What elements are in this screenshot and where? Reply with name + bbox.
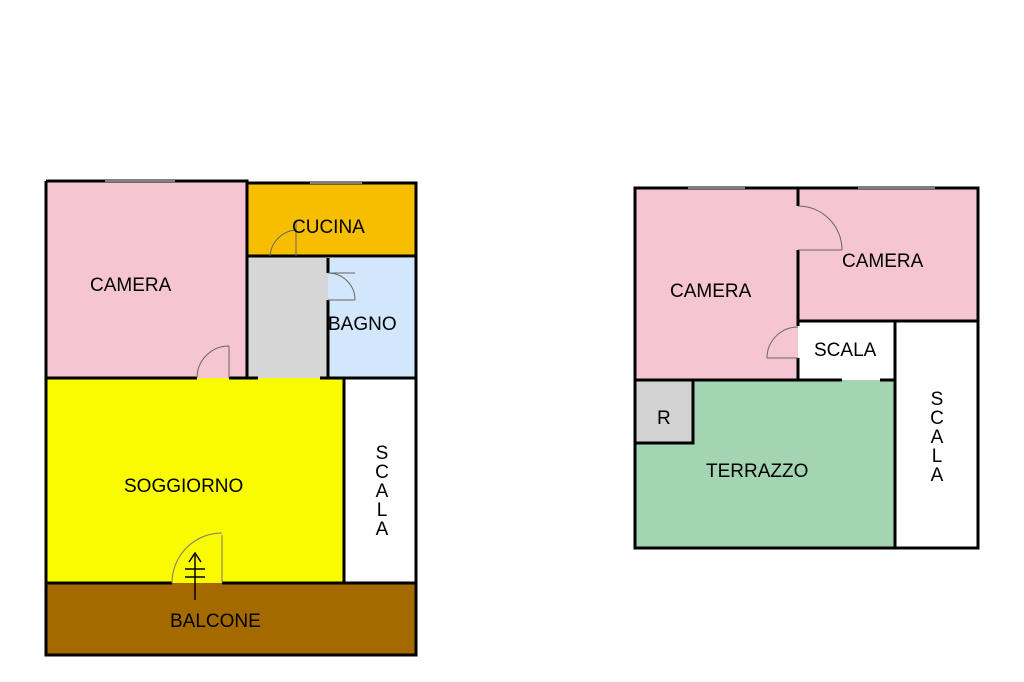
door-camera-soggiorno	[196, 345, 230, 379]
door-camera-left	[766, 326, 799, 359]
room-soggiorno-fill	[46, 378, 344, 583]
door-cucina	[269, 222, 297, 257]
room-ripostiglio-fill	[635, 380, 693, 443]
room-corridor-fill	[248, 256, 328, 378]
room-balcone-fill	[46, 583, 416, 655]
label-soggiorno: SOGGIORNO	[124, 476, 243, 497]
label-cucina: CUCINA	[292, 217, 365, 238]
arrow-icon	[185, 551, 205, 600]
room-scala-small-fill	[798, 321, 895, 380]
door-balcone	[171, 532, 223, 584]
label-ripostiglio: R	[657, 408, 671, 429]
walls-right	[633, 186, 980, 550]
room-camera-fill	[46, 181, 247, 378]
door-camera-right	[797, 205, 843, 251]
label-bagno: BAGNO	[328, 314, 397, 335]
label-camera-right: CAMERA	[842, 251, 924, 272]
room-camera-right-fill	[798, 188, 978, 321]
label-camera: CAMERA	[90, 275, 172, 296]
room-scala-fill	[344, 378, 416, 583]
label-balcone: BALCONE	[170, 611, 261, 632]
room-cucina-fill	[248, 183, 416, 256]
label-camera-left: CAMERA	[670, 281, 752, 302]
room-scala-vertical-fill	[895, 321, 978, 548]
room-camera-left-fill	[635, 188, 798, 380]
windows-left	[105, 180, 362, 184]
label-terrazzo: TERRAZZO	[706, 461, 808, 482]
label-scala-small: SCALA	[814, 340, 877, 361]
door-bagno	[327, 272, 356, 301]
